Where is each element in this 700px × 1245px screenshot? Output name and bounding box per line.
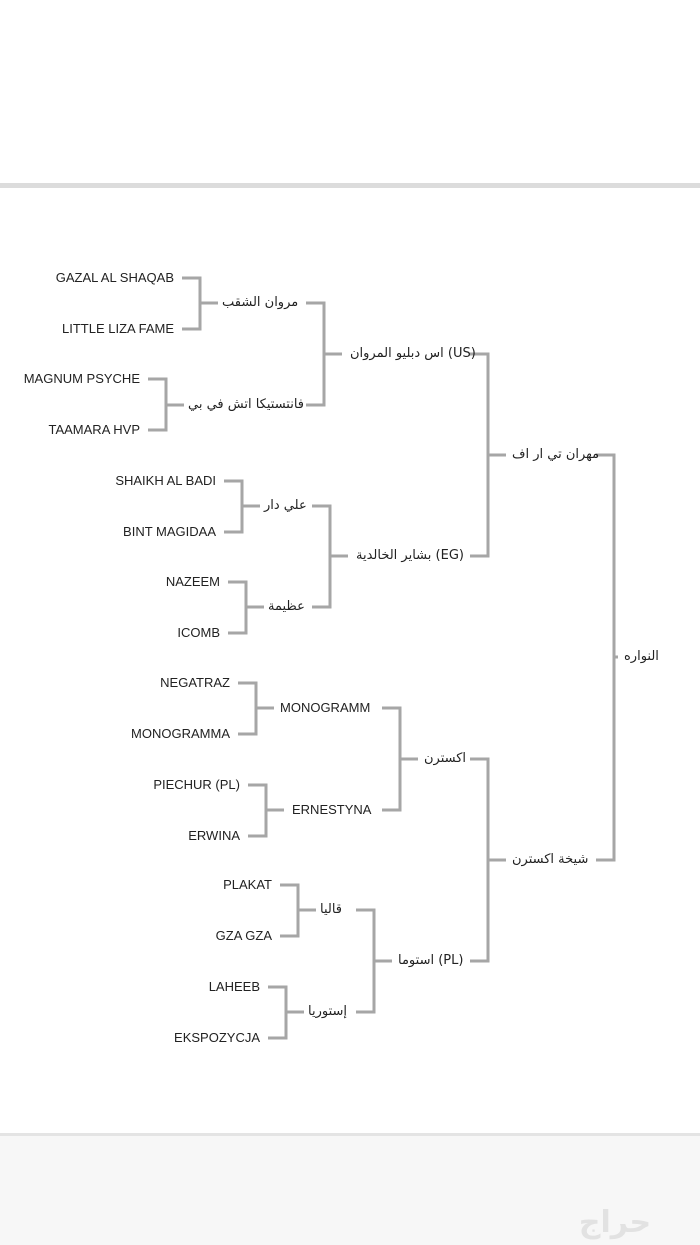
gen4-name-8: ICOMB (177, 625, 220, 640)
gen3-name-5: MONOGRAMM (280, 700, 371, 715)
top-separator (0, 183, 700, 188)
gen4-name-1: GAZAL AL SHAQAB (55, 270, 174, 285)
gen4-name-11: PIECHUR (PL) (153, 777, 240, 792)
top-blank-area (0, 0, 700, 185)
dam-sire-name: اكسترن (424, 751, 467, 766)
gen4-name-4: TAAMARA HVP (48, 422, 140, 437)
dam-name: شيخة اكسترن (512, 852, 589, 867)
bottom-separator (0, 1133, 700, 1136)
gen3-name-4: عظيمة (268, 599, 305, 614)
gen4-name-7: NAZEEM (165, 574, 220, 589)
haraj-watermark: حراج (578, 1205, 652, 1240)
gen4-name-15: LAHEEB (208, 979, 260, 994)
gen4-name-6: BINT MAGIDAA (123, 524, 216, 539)
gen3-name-7: قاليا (320, 902, 343, 917)
sire-sire-name: اس دبليو المروان (US) (350, 346, 476, 361)
gen4-name-13: PLAKAT (223, 877, 272, 892)
gen4-name-2: LITTLE LIZA FAME (62, 321, 174, 336)
gen3-name-1: مروان الشقب (222, 295, 299, 310)
root-horse-name: النواره (624, 649, 659, 664)
gen4-name-12: ERWINA (188, 828, 240, 843)
gen3-name-3: علي دار (264, 498, 307, 513)
dam-dam-name: استوما (PL) (398, 953, 464, 968)
gen3-name-2: فانتستيكا اتش في بي (188, 397, 305, 412)
gen4-name-3: MAGNUM PSYCHE (23, 371, 140, 386)
bottom-blank-area (0, 1136, 700, 1245)
gen3-name-8: إستوريا (308, 1004, 347, 1019)
gen4-name-14: GZA GZA (215, 928, 272, 943)
gen3-name-6: ERNESTYNA (292, 802, 372, 817)
gen4-name-16: EKSPOZYCJA (174, 1030, 260, 1045)
sire-name: مهران تي ار اف (512, 447, 600, 462)
sire-dam-name: بشاير الخالدية (EG) (356, 548, 464, 563)
gen4-name-5: SHAIKH AL BADI (115, 473, 216, 488)
gen4-name-9: NEGATRAZ (160, 675, 230, 690)
gen4-name-10: MONOGRAMMA (131, 726, 230, 741)
